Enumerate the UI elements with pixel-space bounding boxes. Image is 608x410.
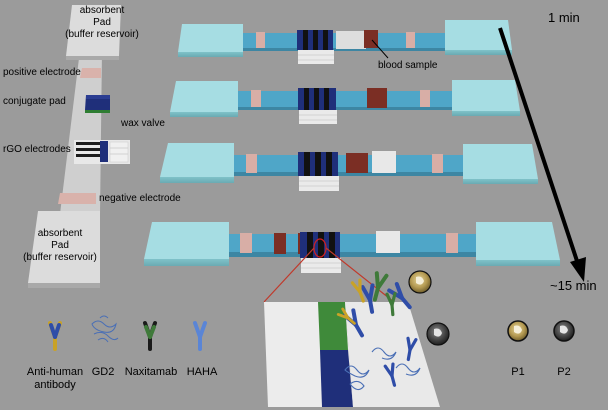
- absorbent-pad-right: [476, 222, 560, 260]
- blood-sample-label: blood sample: [378, 60, 438, 71]
- negative-electrode: [446, 233, 458, 253]
- rgo-electrodes: [299, 176, 339, 191]
- inset-gd2-cluster: [344, 347, 421, 391]
- absorbent-pad-left: [178, 24, 243, 52]
- negative-electrode: [420, 90, 430, 107]
- left-bottom-absorbent-pad: [28, 211, 100, 283]
- absorbent-pad-left: [160, 143, 234, 177]
- p1-particle-icon: [507, 320, 529, 342]
- label-line: Pad: [51, 240, 69, 251]
- absorbent-pad-right: [445, 20, 512, 50]
- time-arrow-icon: [498, 27, 586, 282]
- device-step-2: [170, 80, 520, 124]
- left-top-absorbent-pad: [66, 5, 121, 56]
- rgo-electrodes: [301, 258, 341, 273]
- blood-sample-spot: [367, 88, 387, 108]
- time-end-label: ~15 min: [550, 278, 597, 293]
- label-line: absorbent: [79, 5, 125, 16]
- blood-sample-spot-1: [274, 233, 286, 254]
- absorbent-pad-bottom-label-3: (buffer reservoir): [22, 252, 98, 264]
- absorbent-pad-left: [144, 222, 229, 259]
- device-step-4: [144, 222, 560, 273]
- inset-conjugate-zone: [320, 350, 353, 407]
- left-rgo-electrodes: [74, 140, 130, 164]
- absorbent-pad-top-label-2: Pad: [76, 17, 128, 29]
- legend-anti-human-label: Anti-human antibody: [22, 366, 88, 392]
- absorbent-pad-right: [452, 80, 520, 111]
- absorbent-pad-bottom-label-2: Pad: [34, 240, 86, 252]
- negative-electrode: [406, 32, 415, 48]
- negative-electrode: [432, 154, 443, 173]
- zoom-inset: [263, 247, 450, 407]
- blood-sample-spot: [346, 153, 368, 173]
- positive-electrode: [256, 32, 265, 48]
- legend-p2-label: P2: [557, 366, 571, 378]
- wax-valve-label: wax valve: [121, 118, 165, 129]
- legend-naxitamab-label: Naxitamab: [124, 366, 178, 378]
- rgo-electrodes-label: rGO electrodes: [3, 144, 71, 155]
- label-line: (buffer reservoir): [65, 29, 139, 40]
- gd2-protein-icon: [91, 315, 119, 343]
- left-negative-electrode: [58, 193, 96, 204]
- rgo-electrodes: [299, 110, 337, 124]
- legend-gd2-label: GD2: [91, 366, 115, 378]
- conjugate-pad-label: conjugate pad: [3, 96, 66, 107]
- legend-line: Anti-human: [26, 366, 84, 378]
- label-line: (buffer reservoir): [23, 252, 97, 263]
- positive-electrode: [240, 233, 252, 253]
- channel: [232, 91, 460, 107]
- absorbent-pad-bottom-label: absorbent: [30, 228, 90, 240]
- blood-sample-spot: [364, 30, 378, 48]
- time-start-label: 1 min: [548, 10, 580, 25]
- rgo-electrodes: [298, 50, 334, 64]
- absorbent-pad-right: [463, 144, 538, 179]
- label-line: absorbent: [37, 228, 83, 239]
- positive-electrode: [246, 154, 257, 173]
- positive-electrode-label: positive electrode: [3, 67, 81, 78]
- negative-electrode-label: negative electrode: [99, 193, 181, 204]
- label-line: Pad: [93, 17, 111, 28]
- haha-antibody-icon: [193, 321, 207, 351]
- left-device: [28, 5, 130, 288]
- absorbent-pad-top-label-3: (buffer reservoir): [64, 29, 140, 41]
- device-step-3: [160, 143, 538, 191]
- wax-valve-zone: [376, 231, 400, 253]
- positive-electrode: [251, 90, 261, 107]
- channel: [222, 234, 482, 252]
- naxitamab-antibody-icon: [143, 321, 157, 351]
- absorbent-pad-left: [170, 81, 238, 112]
- legend-haha-label: HAHA: [186, 366, 218, 378]
- anti-human-antibody-icon: [48, 321, 62, 351]
- device-step-1: [178, 20, 512, 64]
- legend-line: antibody: [34, 379, 76, 391]
- sample-zone: [336, 31, 366, 49]
- absorbent-pad-top-label: absorbent: [72, 5, 132, 17]
- left-positive-electrode: [80, 68, 101, 78]
- legend-p1-label: P1: [511, 366, 525, 378]
- left-wax-valve: [85, 110, 110, 113]
- wax-valve-zone: [372, 151, 396, 173]
- p2-particle-icon: [553, 320, 575, 342]
- left-strip: [60, 50, 102, 214]
